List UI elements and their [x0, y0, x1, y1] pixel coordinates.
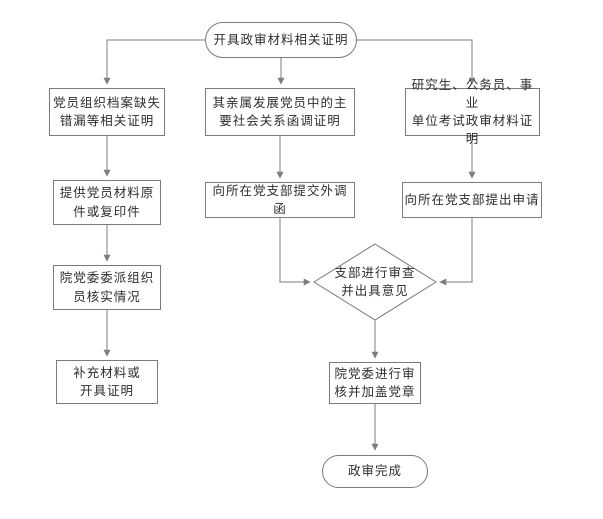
process-node-left-3: 院党委委派组织 员核实情况 — [53, 265, 161, 310]
process-node-review: 院党委进行审 核并加盖党章 — [329, 362, 421, 404]
process-node-left-4: 补充材料或 开具证明 — [56, 360, 158, 404]
end-node: 政审完成 — [322, 455, 428, 488]
process-node-left-2: 提供党员材料原 件或复印件 — [53, 180, 161, 225]
start-node: 开具政审材料相关证明 — [205, 22, 357, 58]
process-node-right-2: 向所在党支部提出申请 — [402, 182, 542, 218]
process-node-left-1: 党员组织档案缺失 错漏等相关证明 — [49, 88, 165, 136]
decision-node-label: 支部进行审查 并出具意见 — [334, 264, 416, 298]
process-node-middle-2: 向所在党支部提交外调函 — [205, 182, 355, 218]
process-node-middle-1: 其亲属发展党员中的主 要社会关系函调证明 — [205, 88, 355, 136]
process-node-right-1: 研究生、公务员、事业 单位考试政审材料证明 — [405, 77, 540, 146]
decision-diamond-shape — [313, 243, 437, 321]
